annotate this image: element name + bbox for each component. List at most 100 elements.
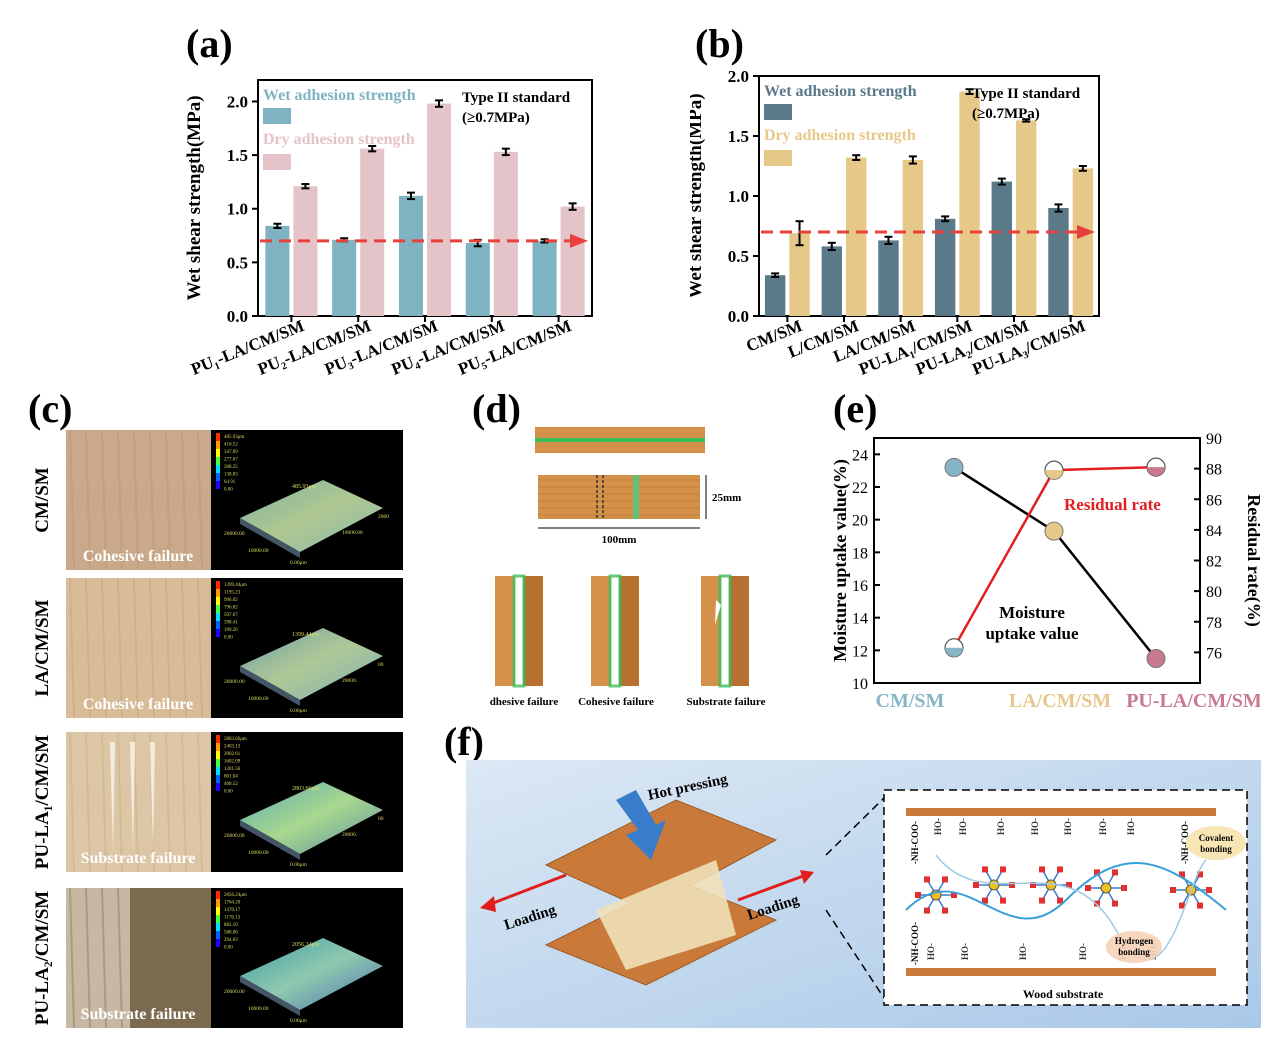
wood-grain	[69, 887, 75, 1029]
fiber-tear	[130, 742, 135, 852]
standard-label: Type II standard	[462, 90, 571, 106]
axis-label: 10000.00	[342, 530, 363, 536]
legend-wet-label: Wet adhesion strength	[263, 87, 416, 104]
adhesive-layer	[512, 574, 526, 688]
network-end	[1085, 885, 1091, 891]
y-tick-label-left: 10	[852, 676, 868, 693]
loading-arrow-left	[487, 873, 567, 907]
hot-pressing-arrow	[616, 790, 666, 860]
colorbar-label: 597.67	[224, 613, 238, 618]
axis-label: 00	[378, 816, 384, 822]
specimen-side-bottom	[535, 441, 705, 453]
polymer-chain	[935, 854, 1207, 961]
wood-grain	[181, 731, 187, 873]
wood-grain	[133, 577, 139, 719]
urethane-group: -NH-COO-	[910, 922, 920, 965]
colorbar-label: 208.25	[224, 465, 238, 470]
y-axis-label-right: Residual rate(%)	[1243, 494, 1260, 626]
legend-dry-label: Dry adhesion strength	[263, 131, 415, 148]
colorbar-segment	[216, 939, 220, 947]
network-end	[1094, 869, 1100, 876]
dim-length-label: 100mm	[602, 534, 637, 546]
colorbar-segment	[216, 775, 220, 783]
adhesive-layer	[718, 574, 732, 688]
colorbar-segment	[216, 449, 220, 457]
colorbar-label: 1195.23	[224, 591, 241, 596]
colorbar-label: 0.00	[224, 790, 233, 795]
specimen-plan	[538, 475, 700, 519]
loading-arrow-head	[800, 870, 814, 884]
covalent-label: bonding	[1200, 844, 1232, 854]
y-tick-label-right: 82	[1206, 554, 1222, 571]
network-end	[1170, 887, 1176, 893]
colorbar-label: 416.52	[224, 443, 238, 448]
legend-dry-label: Dry adhesion strength	[764, 127, 916, 144]
plot-frame	[758, 75, 1100, 317]
wood-grain	[85, 429, 91, 571]
y-tick-label-left: 18	[852, 545, 868, 562]
colorbar-segment	[216, 915, 220, 923]
bar-wet	[934, 218, 956, 316]
colorbar-segment	[216, 899, 220, 907]
axis-label: 10000.00	[248, 548, 269, 554]
colorbar-label: 199.20	[224, 628, 238, 633]
colorbar-segment	[216, 473, 220, 481]
residual-label: Residual rate	[1064, 495, 1161, 514]
wood-grain	[149, 577, 155, 719]
y-tick-label-right: 88	[1206, 462, 1222, 479]
colorbar-label: 2056.24μm	[224, 893, 247, 898]
legend-wet-label: Wet adhesion strength	[764, 83, 917, 100]
bar-dry	[846, 157, 867, 316]
failure-mode-label: Adhesive failure	[490, 696, 558, 708]
y-tick-label: 0.0	[227, 307, 248, 326]
failure-mode-label: Substrate failure	[81, 1006, 196, 1023]
network-end	[982, 866, 988, 873]
wood-grain	[101, 731, 107, 873]
wood-substrate-label: Wood substrate	[1023, 987, 1104, 1001]
polymer-chain	[905, 862, 1227, 920]
network-end	[1112, 900, 1118, 907]
surface-3d	[240, 938, 383, 1010]
adhesive-layer	[535, 438, 705, 442]
network-end	[915, 892, 921, 898]
y-axis-label: Wet shear strength(MPa)	[184, 95, 205, 300]
peak-height-label: 1399.44μm	[292, 632, 320, 638]
wood-grain	[69, 429, 75, 571]
network-end	[1009, 882, 1015, 888]
wood-grain	[165, 577, 171, 719]
urethane-group: -NH-COO-	[910, 821, 920, 864]
reference-arrow	[1077, 225, 1095, 239]
bar-dry	[902, 160, 924, 316]
covalent-label: Covalent	[1199, 833, 1234, 843]
bar-dry	[789, 233, 810, 316]
colorbar-segment	[216, 465, 220, 473]
colorbar-segment	[216, 441, 220, 449]
panel-letter-a: (a)	[186, 21, 233, 66]
bar-wet	[398, 195, 423, 316]
network-end	[1057, 897, 1063, 904]
wood-grain	[117, 731, 123, 873]
moisture-point	[1044, 521, 1064, 541]
wood-grain	[165, 731, 171, 873]
failure-mode-label: Substrate failure	[81, 850, 196, 867]
bar-wet	[764, 275, 786, 316]
network-end	[1094, 900, 1100, 907]
colorbar-label: 588.06	[224, 931, 238, 936]
colorbar-segment	[216, 621, 220, 629]
bar-dry	[1072, 168, 1094, 316]
y-tick-label-right: 84	[1206, 523, 1222, 540]
peak-height-label: 485.93μm	[292, 484, 317, 490]
wood-substrate-bottom	[906, 968, 1216, 976]
failure-mode-label: Cohesive failure	[83, 696, 193, 713]
y-tick-label-left: 24	[852, 447, 868, 464]
colorbar-segment	[216, 743, 220, 751]
colorbar-segment	[216, 457, 220, 465]
panel-letter-b: (b)	[695, 21, 744, 66]
wood-grain	[69, 731, 75, 873]
colorbar-label: 485.93μm	[224, 435, 244, 440]
standard-label: (≥0.7MPa)	[972, 106, 1040, 122]
failure-mode-label: Cohesive failure	[578, 696, 654, 708]
wood-grain	[101, 577, 107, 719]
